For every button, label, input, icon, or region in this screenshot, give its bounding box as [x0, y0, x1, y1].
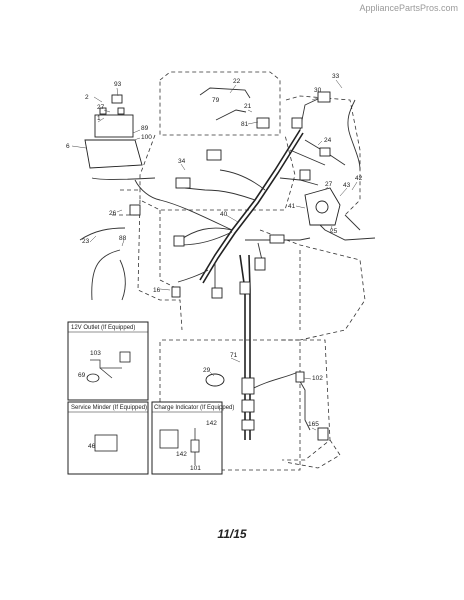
callout: 93	[114, 81, 122, 88]
components	[84, 91, 341, 441]
callout: 43	[343, 182, 351, 189]
callout: 88	[119, 235, 127, 242]
callout: 23	[82, 238, 90, 245]
page-number: 11/15	[217, 527, 247, 541]
callout: 165	[308, 421, 319, 428]
callout: 2	[85, 94, 89, 101]
service-box-title: Service Minder (If Equipped)	[71, 405, 147, 411]
callout: 16	[153, 287, 161, 294]
inset-12v-outlet: 12V Outlet (If Equipped)	[67, 321, 149, 401]
callout: 22	[233, 78, 241, 85]
charge-indicator-icon	[159, 429, 179, 449]
callout: 103	[90, 350, 101, 357]
outlet-box-title: 12V Outlet (If Equipped)	[71, 325, 135, 331]
callout: 46	[88, 443, 96, 450]
callout: 27	[325, 181, 333, 188]
ignition-switch-icon	[205, 373, 225, 387]
callout: 100	[141, 134, 152, 141]
callout: 102	[312, 375, 323, 382]
callout: 25	[330, 228, 338, 235]
callout: 24	[324, 137, 332, 144]
body-outline	[112, 71, 366, 471]
callout: 101	[190, 465, 201, 472]
inset-charge-indicator: Charge Indicator (If Equipped)	[151, 401, 234, 475]
callout: 29	[203, 367, 211, 374]
callout: 42	[355, 175, 363, 182]
charge-box-title: Charge Indicator (If Equipped)	[154, 405, 234, 411]
callouts: 93 2 27 1 89 100 6 22 79 21 81 30 33 24 …	[66, 73, 363, 472]
callout: 41	[288, 203, 296, 210]
callout: 6	[66, 143, 70, 150]
callout: 33	[332, 73, 340, 80]
outlet-icon	[86, 373, 100, 383]
callout: 142	[206, 420, 217, 427]
callout: 69	[78, 372, 86, 379]
callout: 40	[220, 211, 228, 218]
callout: 79	[212, 97, 220, 104]
callout: 71	[230, 352, 238, 359]
leader-lines	[71, 79, 358, 431]
callout: 21	[244, 103, 252, 110]
service-minder-icon	[94, 434, 118, 452]
callout: 1	[97, 115, 101, 122]
battery-icon	[94, 114, 134, 138]
watermark: AppliancePartsPros.com	[359, 3, 458, 13]
callout: 27	[97, 104, 105, 111]
callout: 26	[109, 210, 117, 217]
callout: 30	[314, 87, 322, 94]
callout: 34	[178, 158, 186, 165]
callout: 142	[176, 451, 187, 458]
callout: 81	[241, 121, 249, 128]
inset-service-minder: Service Minder (If Equipped)	[67, 401, 149, 475]
callout: 89	[141, 125, 149, 132]
